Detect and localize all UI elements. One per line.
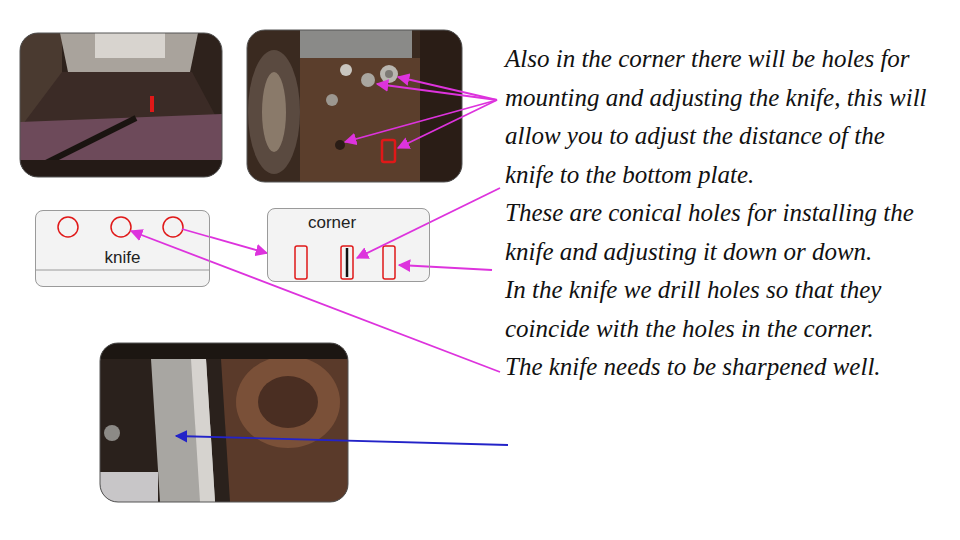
corner-slot xyxy=(341,246,353,279)
note-text: Also in the corner there will be holes f… xyxy=(505,40,939,194)
note-column: Also in the corner there will be holes f… xyxy=(505,40,939,387)
photo-frame xyxy=(20,33,222,177)
photo-corner-bolts xyxy=(247,30,462,182)
leader-line xyxy=(399,265,492,270)
corner-slot xyxy=(383,246,395,279)
pointer-arrow xyxy=(176,436,508,445)
leader-line xyxy=(357,188,500,258)
box-label: knife xyxy=(36,248,209,268)
photo-knife-mounted xyxy=(100,343,348,502)
note-text: The knife needs to be sharpened well. xyxy=(505,348,939,387)
photo-corner-inside xyxy=(20,33,222,177)
box-label: corner xyxy=(308,213,429,233)
knife-box: knife xyxy=(35,210,210,287)
photo-frame xyxy=(247,30,462,182)
leader-line xyxy=(345,100,497,142)
knife-hole xyxy=(58,217,78,237)
connector-arrow xyxy=(210,237,267,253)
leader-line xyxy=(398,100,497,148)
note-text: In the knife we drill holes so that they… xyxy=(505,271,939,348)
knife-fill xyxy=(35,210,210,287)
corner-fill xyxy=(267,208,430,282)
leader-line xyxy=(377,84,497,100)
knife-edge-line xyxy=(35,270,210,271)
photo-frame xyxy=(100,343,348,502)
corner-box: corner xyxy=(267,208,430,282)
note-text: These are conical holes for installing t… xyxy=(505,194,939,271)
knife-hole xyxy=(163,217,183,237)
leader-lines xyxy=(131,77,500,372)
knife-hole xyxy=(111,217,131,237)
leader-line xyxy=(182,229,210,237)
leader-line xyxy=(131,231,500,372)
corner-slot xyxy=(295,246,307,279)
slot-mark xyxy=(346,248,349,277)
